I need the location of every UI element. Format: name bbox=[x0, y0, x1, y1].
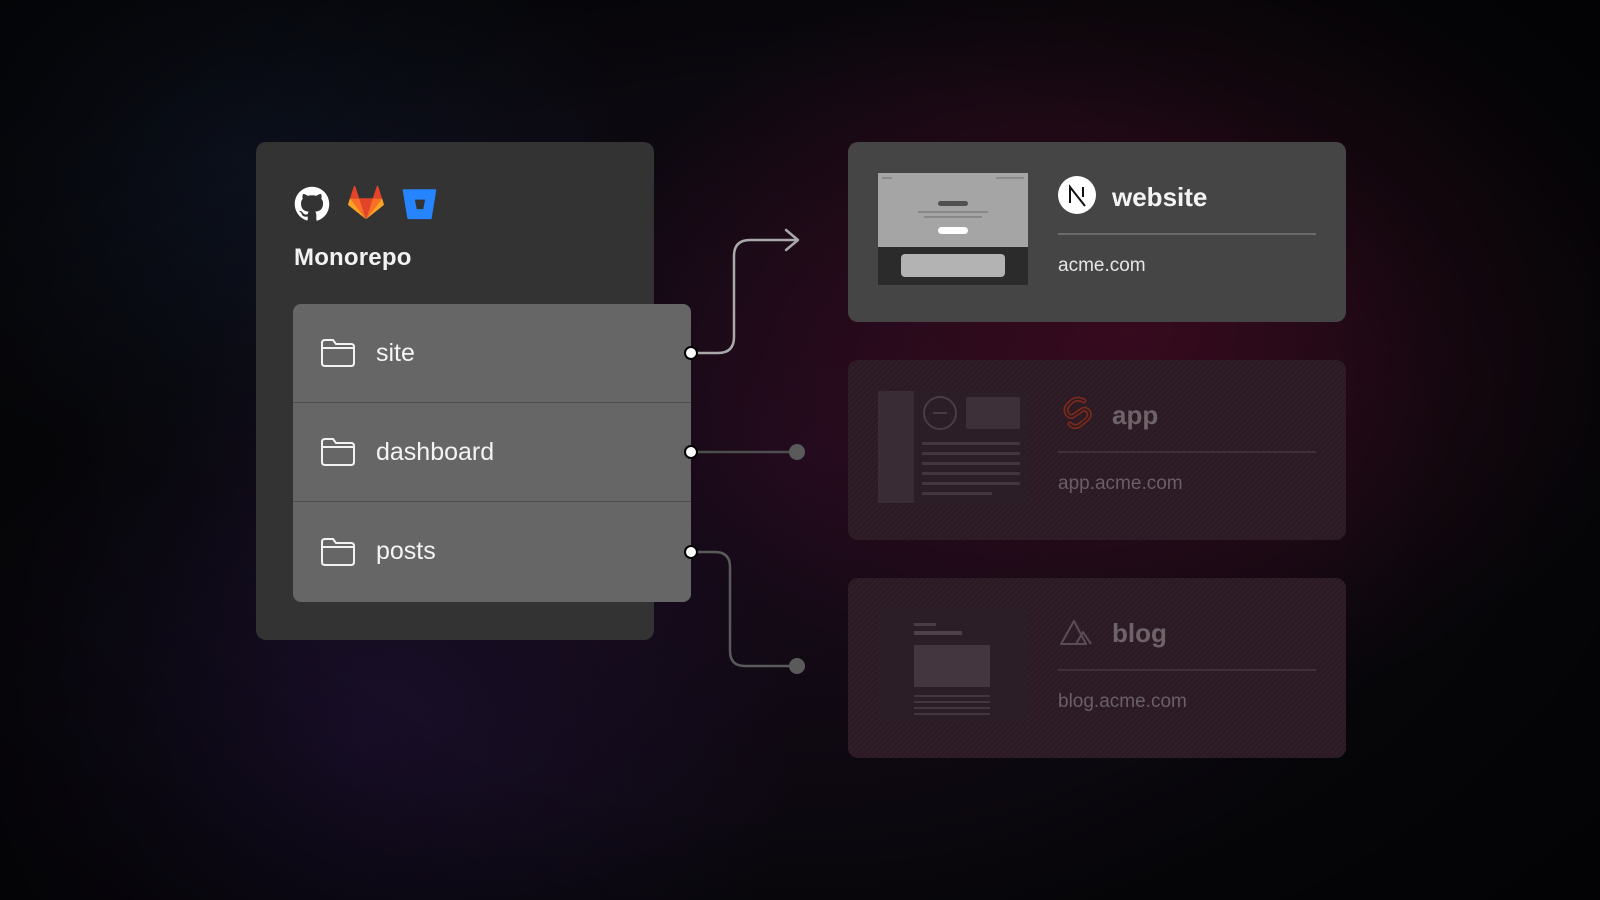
folder-item-posts[interactable]: posts bbox=[293, 502, 698, 601]
folder-icon bbox=[320, 338, 356, 368]
deployment-domain[interactable]: acme.com bbox=[1058, 255, 1146, 276]
folder-item-site[interactable]: site bbox=[293, 304, 698, 403]
blog-preview-thumbnail bbox=[878, 609, 1028, 721]
github-icon[interactable] bbox=[294, 186, 330, 222]
card-divider bbox=[1058, 233, 1316, 235]
arrow-head-icon bbox=[784, 228, 800, 252]
repo-title: Monorepo bbox=[294, 244, 412, 271]
connection-port[interactable] bbox=[684, 445, 698, 459]
folder-item-dashboard[interactable]: dashboard bbox=[293, 403, 698, 502]
deployment-name: website bbox=[1112, 182, 1208, 212]
connector-site-to-website bbox=[691, 238, 797, 355]
deployment-name: blog bbox=[1112, 618, 1167, 648]
folder-icon bbox=[320, 437, 356, 467]
deployment-domain[interactable]: app.acme.com bbox=[1058, 473, 1183, 494]
folder-label: posts bbox=[376, 537, 436, 565]
connection-port[interactable] bbox=[684, 544, 698, 559]
deployment-card-website[interactable]: website acme.com bbox=[848, 142, 1346, 322]
nextjs-icon bbox=[1058, 176, 1096, 214]
git-provider-icons bbox=[294, 186, 438, 222]
connector-posts-endpoint bbox=[789, 658, 805, 674]
folder-list: site dashboard posts bbox=[293, 304, 698, 602]
folder-icon bbox=[320, 537, 356, 567]
nuxt-icon bbox=[1058, 612, 1096, 650]
deployment-card-app[interactable]: app app.acme.com bbox=[848, 360, 1346, 540]
website-preview-thumbnail bbox=[878, 173, 1028, 285]
deployment-domain[interactable]: blog.acme.com bbox=[1058, 691, 1187, 712]
gitlab-icon[interactable] bbox=[348, 186, 384, 222]
connector-posts-to-blog bbox=[691, 550, 797, 668]
card-divider bbox=[1058, 669, 1316, 671]
deployment-name: app bbox=[1112, 400, 1159, 430]
card-divider bbox=[1058, 451, 1316, 453]
bitbucket-icon[interactable] bbox=[402, 186, 438, 222]
svelte-icon bbox=[1058, 394, 1096, 432]
app-preview-thumbnail bbox=[878, 391, 1028, 503]
folder-label: dashboard bbox=[376, 437, 495, 466]
deployment-card-blog[interactable]: blog blog.acme.com bbox=[848, 578, 1346, 758]
connector-dashboard-endpoint bbox=[789, 444, 805, 460]
folder-label: site bbox=[376, 338, 415, 367]
connection-port[interactable] bbox=[684, 346, 698, 360]
